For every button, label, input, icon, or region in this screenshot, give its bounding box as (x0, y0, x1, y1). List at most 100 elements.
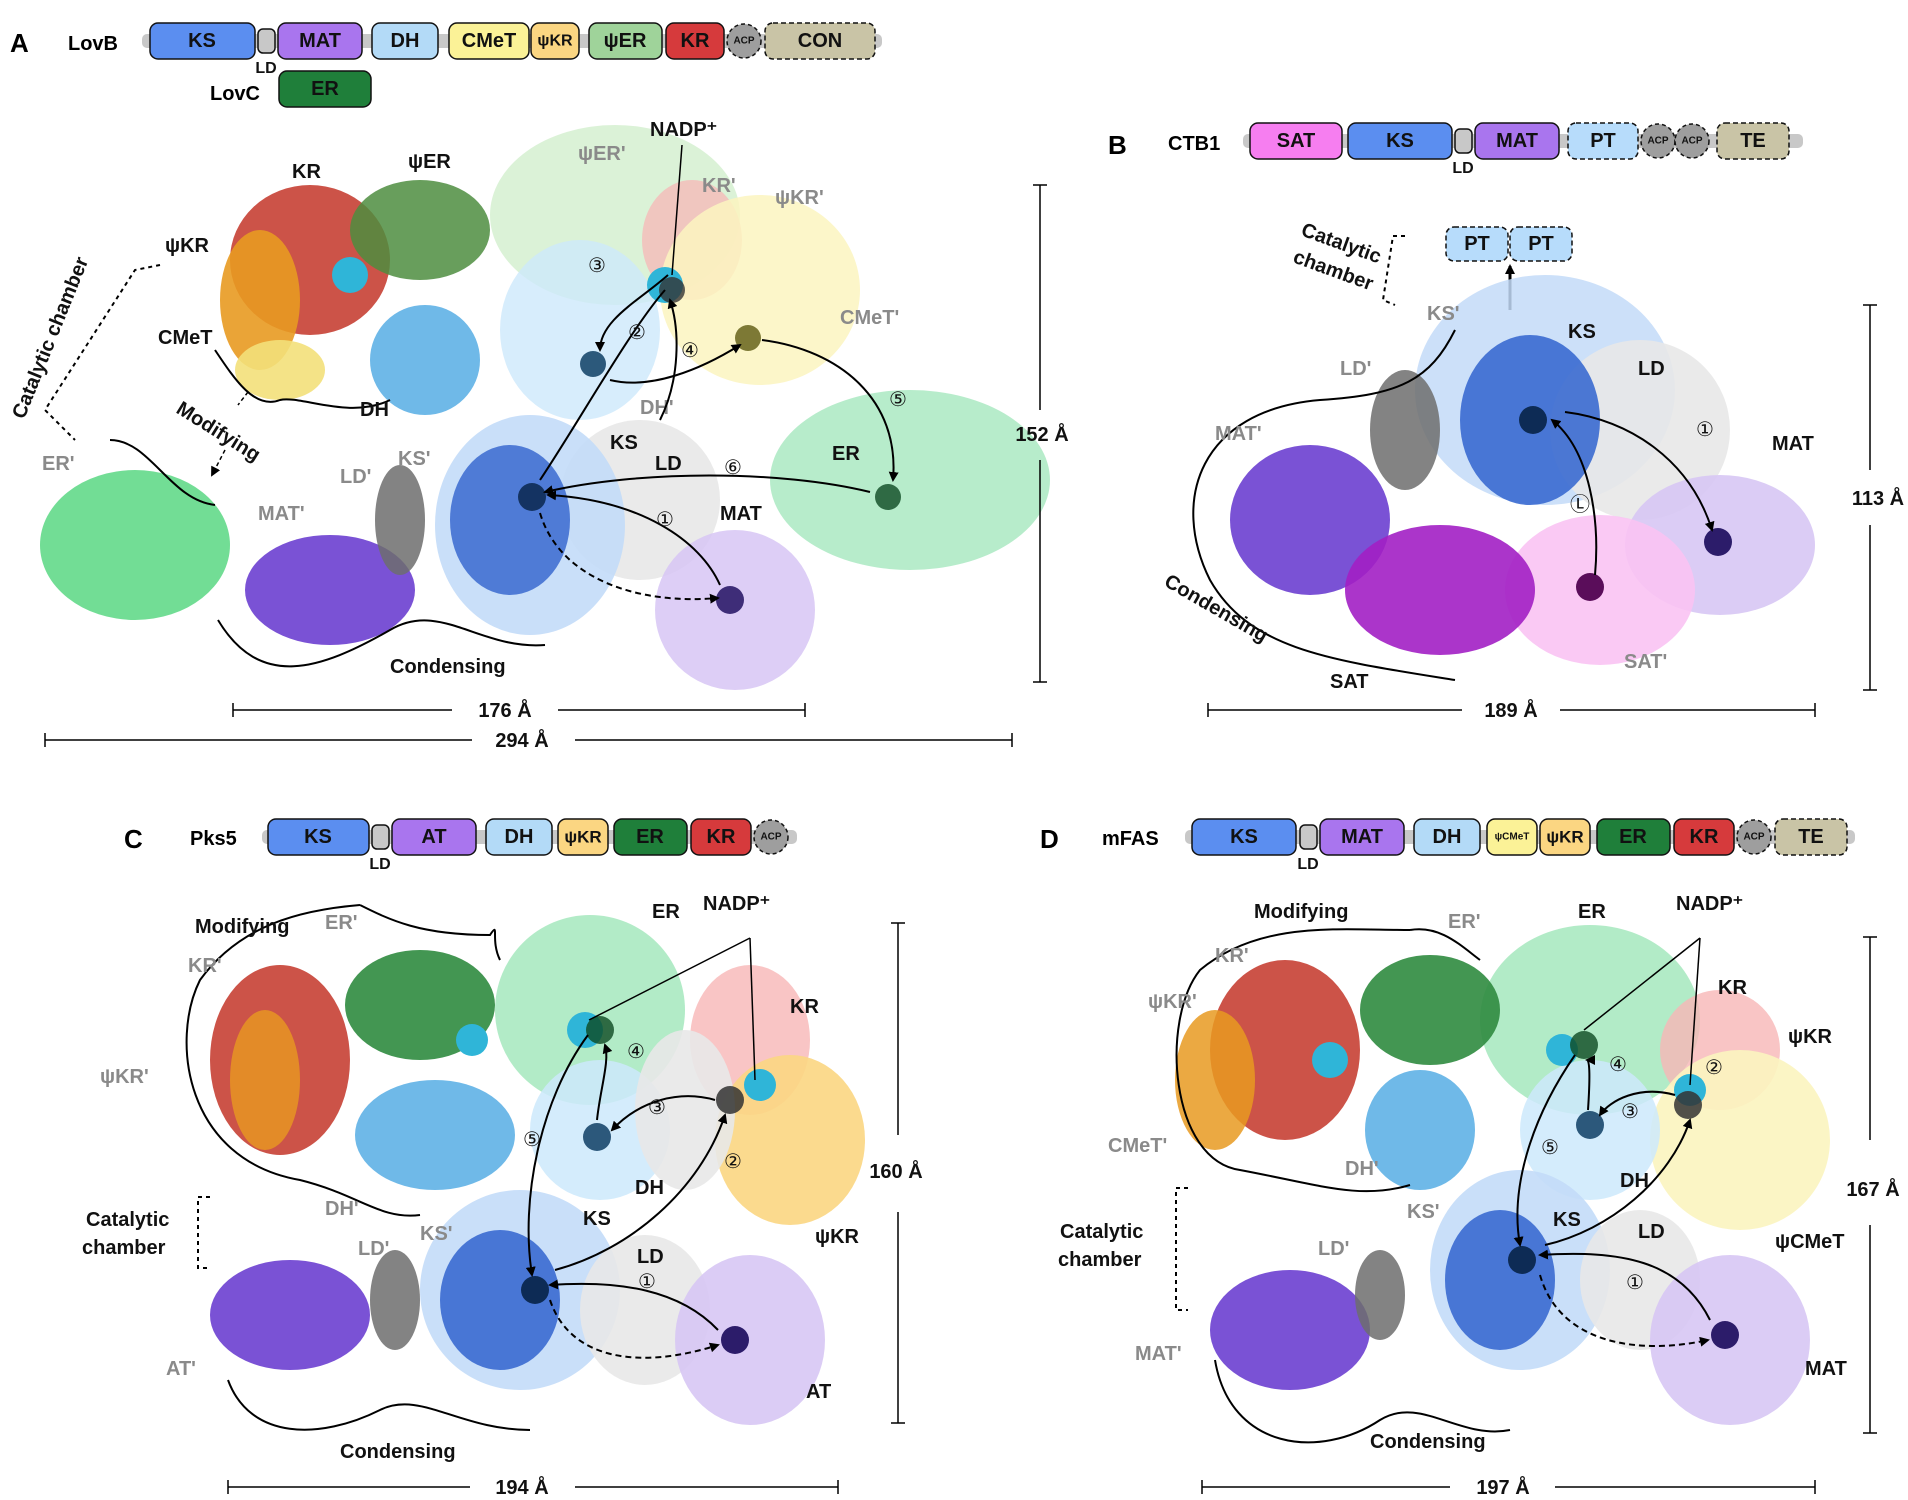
step-2: ② (1705, 1057, 1723, 1079)
lovc-domain-er: ER (278, 70, 372, 108)
label-kr-prime: KR' (1215, 945, 1249, 967)
svg-text:PT: PT (1528, 233, 1554, 255)
svg-text:ER: ER (311, 78, 339, 100)
label-ld-prime: LD' (1318, 1238, 1349, 1260)
label-ld-prime: LD' (358, 1238, 389, 1260)
chamber-bracket-b (1381, 235, 1405, 306)
step-5: ⑤ (889, 389, 907, 411)
svg-text:ψCMeT: ψCMeT (1495, 832, 1530, 843)
domain-sat: SAT (1249, 122, 1343, 160)
label-er: ER (652, 901, 680, 923)
structure-c (210, 915, 865, 1425)
condensing-outline-b (1192, 329, 1456, 681)
svg-text:TE: TE (1740, 130, 1766, 152)
svg-text:PT: PT (1590, 130, 1616, 152)
svg-text:PT: PT (1464, 233, 1490, 255)
label-at: AT (806, 1381, 831, 1403)
scale-height-c: 160 Å (869, 1159, 922, 1183)
modifying-outline-a (214, 349, 391, 409)
label-mat: MAT (720, 503, 762, 525)
modifying-outline-d (1175, 928, 1411, 1193)
svg-text:DH: DH (391, 30, 420, 52)
label-mat-prime: MAT' (1135, 1343, 1182, 1365)
step-1: ① (1626, 1272, 1644, 1294)
label-ks: KS (1553, 1209, 1581, 1231)
structure-b (1230, 275, 1815, 665)
label-psikr-prime: ψKR' (1148, 991, 1197, 1013)
label-ks-prime: KS' (1427, 303, 1460, 325)
label-sat: SAT (1330, 671, 1369, 693)
label-dh: DH (360, 399, 389, 421)
label-cmet-prime: CMeT' (1108, 1135, 1167, 1157)
svg-text:CMeT: CMeT (462, 30, 516, 52)
step-2: ② (628, 322, 646, 344)
svg-text:ACP: ACP (1743, 832, 1764, 843)
svg-text:KS: KS (1386, 130, 1414, 152)
svg-text:DH: DH (505, 826, 534, 848)
domain-er: ER (613, 818, 688, 856)
panel-c: C Pks5 KS LD AT DH ψKR ER KR ACP (82, 818, 923, 1499)
svg-text:ψER: ψER (604, 30, 647, 52)
label-nadp: NADP⁺ (703, 893, 770, 915)
step-1: ① (638, 1271, 656, 1293)
mfas-domain-bar: KS LD MAT DH ψCMeT ψKR ER KR ACP TE (1185, 818, 1855, 873)
scale-width1-a: 176 Å (478, 698, 531, 722)
domain-ks: KS (267, 818, 370, 856)
domain-con: CON (764, 22, 876, 60)
svg-text:ACP: ACP (733, 36, 754, 47)
svg-text:ψKR: ψKR (564, 828, 601, 847)
label-dh-prime: DH' (640, 397, 674, 419)
domain-er: ER (1596, 818, 1671, 856)
label-psikr: ψKR (1788, 1026, 1833, 1048)
scale-width-b: 189 Å (1484, 698, 1537, 722)
label-catalytic: Catalytic (1060, 1221, 1143, 1243)
scale-bars-d (1201, 936, 1877, 1494)
label-chamber: chamber (1058, 1249, 1142, 1271)
label-psicmet: ψCMeT (1775, 1231, 1845, 1253)
label-ks-prime: KS' (1407, 1201, 1440, 1223)
svg-text:MAT: MAT (299, 30, 341, 52)
protein-name-lovb: LovB (68, 33, 118, 55)
label-condensing: Condensing (1370, 1431, 1486, 1453)
label-er: ER (1578, 901, 1606, 923)
step-3: ③ (588, 255, 606, 277)
panel-letter-d: D (1040, 824, 1059, 854)
domain-ks: KS (1191, 818, 1297, 856)
label-psier-prime: ψER' (578, 143, 626, 165)
svg-text:KR: KR (707, 826, 736, 848)
step-l: Ⓛ (1570, 493, 1590, 516)
domain-dh: DH (371, 22, 439, 60)
domain-at: AT (391, 818, 477, 856)
svg-text:ER: ER (1619, 826, 1647, 848)
label-ld: LD (1638, 358, 1665, 380)
chamber-bracket-c (197, 1196, 210, 1269)
domain-ld (371, 824, 390, 850)
svg-text:KS: KS (1230, 826, 1258, 848)
scale-bars-c (227, 922, 905, 1494)
label-er-prime: ER' (42, 453, 75, 475)
condensing-outline-d (1214, 1359, 1511, 1444)
ld-label-b: LD (1452, 160, 1473, 177)
domain-cmet: CMeT (448, 22, 530, 60)
label-mat: MAT (1772, 433, 1814, 455)
domain-psikr: ψKR (557, 818, 609, 856)
scale-height-a: 152 Å (1015, 422, 1068, 446)
step-4: ④ (627, 1041, 645, 1063)
step-3: ③ (1621, 1101, 1639, 1123)
label-ks-prime: KS' (398, 448, 431, 470)
label-condensing: Condensing (1161, 570, 1272, 647)
domain-dh: DH (1413, 818, 1481, 856)
label-catalytic-chamber: Catalytic chamber (8, 254, 93, 422)
label-cmet: CMeT (158, 327, 212, 349)
structure-d (1175, 925, 1830, 1425)
domain-kr: KR (665, 22, 725, 60)
label-chamber: chamber (82, 1237, 166, 1259)
scale-height-b: 113 Å (1852, 486, 1904, 510)
label-cmet-prime: CMeT' (840, 307, 899, 329)
label-ks: KS (583, 1208, 611, 1230)
label-mat-prime: MAT' (258, 503, 305, 525)
svg-text:TE: TE (1798, 826, 1824, 848)
svg-text:DH: DH (1433, 826, 1462, 848)
panel-letter-a: A (10, 28, 29, 58)
domain-mat: MAT (277, 22, 363, 60)
